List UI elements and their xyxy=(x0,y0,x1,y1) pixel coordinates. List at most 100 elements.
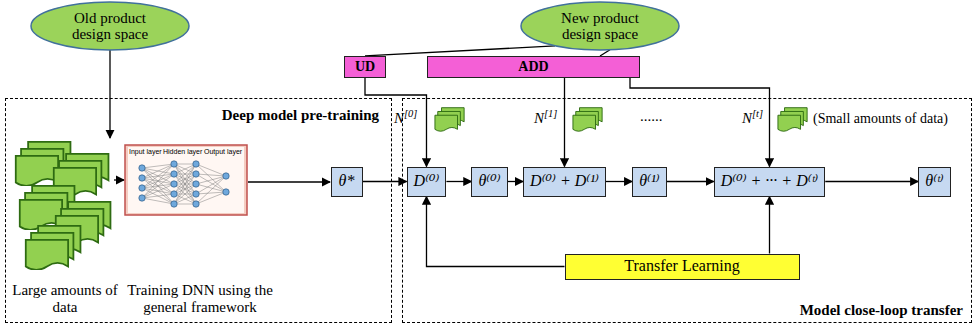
dnn-picture xyxy=(196,192,226,204)
ellipse-label: New product design space xyxy=(550,10,650,43)
flow-connector xyxy=(825,181,918,182)
box-label: Transfer Learning xyxy=(624,257,739,275)
dnn-picture xyxy=(171,161,177,167)
flow-connector xyxy=(508,181,524,182)
box-label: D⁽⁰⁾ + ··· + D⁽ᵗ⁾ xyxy=(721,172,819,190)
large-data-stack xyxy=(26,226,81,270)
dnn-picture xyxy=(174,194,196,204)
small-data-stack xyxy=(778,108,807,132)
dnn-picture xyxy=(196,164,226,176)
region-title: Deep model pre-training xyxy=(222,107,379,124)
ellipsis-mark: ...... xyxy=(640,108,663,125)
box-label: UD xyxy=(355,59,375,75)
flow-connector xyxy=(630,78,770,166)
dnn-picture xyxy=(196,176,226,204)
dnn-picture xyxy=(142,174,174,198)
dnn-picture xyxy=(174,164,196,174)
dnn-picture xyxy=(125,145,247,215)
box-label: θ* xyxy=(339,172,355,190)
dnn-picture xyxy=(196,174,226,176)
region-title: Model close-loop transfer xyxy=(800,302,963,319)
box-label: θ⁽⁰⁾ xyxy=(478,172,500,190)
caption-text: Training DNN using the general framework xyxy=(125,282,275,317)
sample-count: N[0] xyxy=(394,110,417,127)
dnn-picture xyxy=(142,168,174,204)
dnn-picture xyxy=(196,174,226,192)
flow-connector xyxy=(365,46,555,56)
box-label: D⁽⁰⁾ xyxy=(414,172,440,190)
dnn-picture xyxy=(174,164,196,194)
flow-connector xyxy=(446,181,471,182)
dnn-picture xyxy=(193,201,199,207)
dnn-picture xyxy=(142,164,174,188)
data-box: D⁽⁰⁾ + D⁽¹⁾ xyxy=(523,167,606,197)
box-label: θ⁽¹⁾ xyxy=(639,172,660,190)
model-box: θ* xyxy=(331,167,363,197)
flow-connector xyxy=(606,181,632,182)
dnn-picture xyxy=(171,171,177,177)
box-label: ADD xyxy=(518,59,548,75)
box-label: D⁽⁰⁾ + D⁽¹⁾ xyxy=(530,172,599,190)
dnn-picture xyxy=(174,164,196,194)
dnn-picture xyxy=(139,195,145,201)
flow-arrow xyxy=(248,181,330,182)
transfer-box: Transfer Learning xyxy=(565,254,800,280)
dnn-picture xyxy=(223,189,229,195)
sample-count: N[1] xyxy=(534,110,557,127)
dnn-picture xyxy=(174,174,196,204)
dnn-picture xyxy=(139,185,145,191)
flow-connector xyxy=(109,50,110,138)
flow-connector xyxy=(769,197,770,254)
dnn-picture xyxy=(171,191,177,197)
dnn-picture xyxy=(174,164,196,174)
ellipse-outline xyxy=(521,2,679,50)
flow-arrow xyxy=(114,179,124,180)
layer-label: Hidden layer xyxy=(163,148,202,156)
flow-connector xyxy=(426,197,564,267)
design-space-ellipse: Old product design space xyxy=(30,1,190,51)
ellipse-outline xyxy=(31,2,189,50)
large-data-stack xyxy=(16,142,111,270)
small-data-stack xyxy=(435,108,807,132)
layer-label: Output layer xyxy=(204,148,242,156)
flow-connector xyxy=(363,181,407,182)
dnn-picture xyxy=(174,174,196,204)
model-box: θ⁽ᵗ⁾ xyxy=(918,167,950,197)
dnn-picture xyxy=(142,164,174,198)
sample-count: N[t] xyxy=(742,110,763,127)
model-box: θ⁽⁰⁾ xyxy=(471,167,507,197)
small-data-stack xyxy=(573,108,602,132)
dnn-picture xyxy=(125,145,247,215)
dnn-picture xyxy=(142,184,174,198)
layer-label: Input layer xyxy=(129,148,162,156)
flow-connector xyxy=(564,78,565,166)
flow-connector xyxy=(667,181,714,182)
dnn-picture xyxy=(196,164,226,192)
dnn-picture xyxy=(193,181,199,187)
dnn-picture xyxy=(223,173,229,179)
sampling-box: ADD xyxy=(427,56,640,78)
sampling-box: UD xyxy=(344,56,386,78)
dnn-picture xyxy=(193,191,199,197)
dnn-picture xyxy=(128,147,244,213)
dnn-picture xyxy=(171,181,177,187)
caption-text: Large amounts of data xyxy=(10,282,120,317)
dnn-picture xyxy=(193,161,199,167)
dnn-picture xyxy=(139,165,145,171)
design-space-ellipse: New product design space xyxy=(520,1,680,51)
dnn-picture xyxy=(171,201,177,207)
stage-region: Model close-loop transfer D⁽⁰⁾ θ⁽⁰⁾ D⁽⁰⁾ + … xyxy=(402,98,972,323)
dnn-picture xyxy=(174,194,196,204)
dnn-picture xyxy=(142,198,174,204)
dnn-picture xyxy=(139,175,145,181)
small-data-stack xyxy=(435,108,464,132)
dnn-picture xyxy=(142,194,174,198)
model-box: θ⁽¹⁾ xyxy=(632,167,667,197)
dnn-picture xyxy=(142,178,174,204)
ellipse-label: Old product design space xyxy=(60,10,160,43)
dnn-picture xyxy=(196,176,226,194)
note-text: (Small amounts of data) xyxy=(813,111,948,127)
box-label: θ⁽ᵗ⁾ xyxy=(925,172,943,190)
